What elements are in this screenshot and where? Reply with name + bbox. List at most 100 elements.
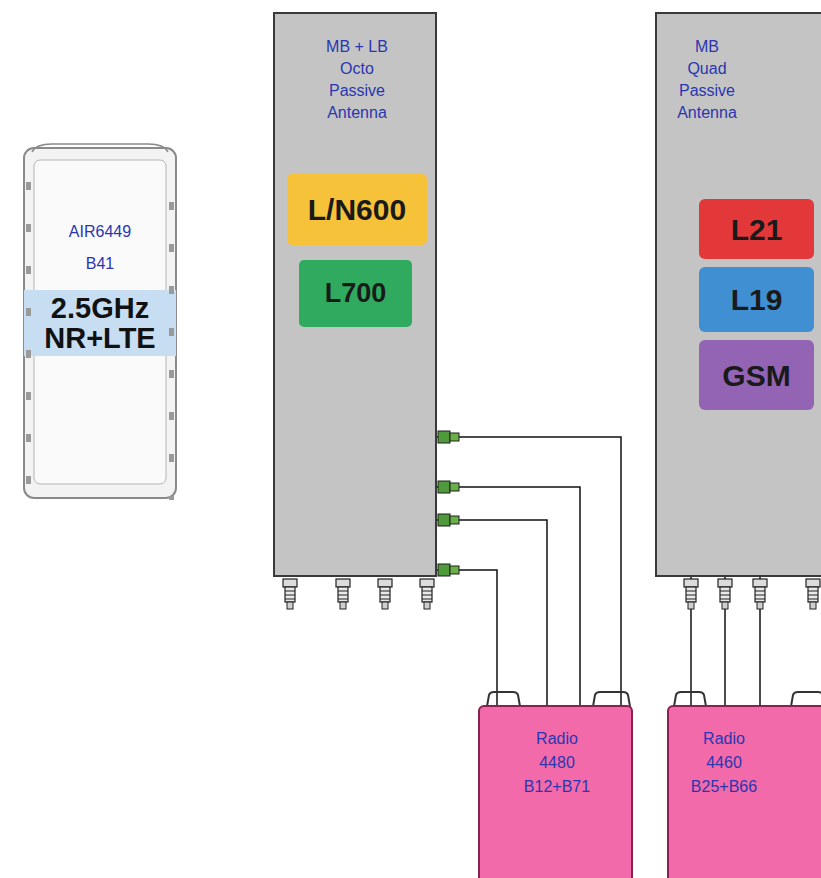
mount-tab <box>169 244 174 252</box>
connector-ridge <box>808 591 818 592</box>
bottom-connector-body <box>720 587 730 602</box>
band-label: L19 <box>731 283 783 316</box>
connector-ridge <box>422 591 432 592</box>
side-connector <box>438 564 450 576</box>
mount-tab <box>169 412 174 420</box>
band-box: L/N600 <box>287 174 427 245</box>
connector-ridge <box>755 599 765 600</box>
bottom-connector-nut <box>283 579 297 587</box>
radio-unit: Radio 4460 B25+B66 <box>667 705 821 878</box>
connector-ridge <box>338 599 348 600</box>
top-cap <box>32 144 168 152</box>
connector-ridge <box>380 599 390 600</box>
mount-tab <box>26 224 31 232</box>
mount-tab <box>169 202 174 210</box>
side-connector <box>438 431 450 443</box>
mount-tab <box>26 350 31 358</box>
bottom-connector-body <box>380 587 390 602</box>
radome <box>24 148 176 498</box>
connector-tip <box>810 602 816 609</box>
band-box: GSM <box>699 340 814 410</box>
connector-ridge <box>755 595 765 596</box>
mount-tab <box>26 392 31 400</box>
bottom-connector-body <box>755 587 765 602</box>
mount-tab <box>169 496 174 500</box>
passive-antenna: L21L19GSM MB Quad Passive Antenna <box>655 12 821 577</box>
connector-ridge <box>285 591 295 592</box>
highlight-band <box>24 290 176 356</box>
connector-ridge <box>720 591 730 592</box>
side-connector <box>438 514 450 526</box>
mount-tab <box>169 286 174 294</box>
bottom-connector-nut <box>718 579 732 587</box>
band-box: L19 <box>699 267 814 332</box>
mount-tab <box>26 476 31 484</box>
unit-label: MB Quad Passive Antenna <box>675 36 739 124</box>
bottom-connector-nut <box>684 579 698 587</box>
connector-ridge <box>808 595 818 596</box>
bottom-connector-body <box>808 587 818 602</box>
connector-ridge <box>720 599 730 600</box>
connector-ridge <box>755 591 765 592</box>
bottom-connector-nut <box>378 579 392 587</box>
bottom-connector-body <box>686 587 696 602</box>
unit-label: AIR6449 B41 <box>64 216 136 280</box>
connector-ridge <box>422 595 432 596</box>
band-box: L21 <box>699 199 814 259</box>
connector-ridge <box>686 591 696 592</box>
connector-ridge <box>285 595 295 596</box>
connector-tip <box>287 602 293 609</box>
bottom-connector-nut <box>420 579 434 587</box>
side-connector-nut <box>450 516 459 524</box>
connector-ridge <box>720 595 730 596</box>
connector-ridge <box>285 599 295 600</box>
band-title: 2.5GHz NR+LTE <box>25 293 175 353</box>
connector-ridge <box>338 595 348 596</box>
bottom-connector-body <box>422 587 432 602</box>
mount-tab <box>26 182 31 190</box>
radio-antenna-unit: AIR6449 B41 2.5GHz NR+LTE <box>22 142 178 500</box>
unit-label: MB + LB Octo Passive Antenna <box>325 36 389 124</box>
band-label: L21 <box>731 213 783 246</box>
connector-ridge <box>380 591 390 592</box>
side-connector-nut <box>450 483 459 491</box>
connector-tip <box>757 602 763 609</box>
cable <box>437 487 580 705</box>
connector-tip <box>340 602 346 609</box>
mount-tab <box>26 308 31 316</box>
connector-ridge <box>686 595 696 596</box>
connector-ridge <box>422 599 432 600</box>
bottom-connector-body <box>285 587 295 602</box>
band-label: L/N600 <box>308 193 406 226</box>
connector-ridge <box>338 591 348 592</box>
connector-tip <box>382 602 388 609</box>
band-box: L700 <box>299 260 412 327</box>
connector-tip <box>424 602 430 609</box>
mount-tab <box>169 454 174 462</box>
side-connector-nut <box>450 566 459 574</box>
connector-ridge <box>686 599 696 600</box>
band-label: GSM <box>722 359 790 392</box>
connector-ridge <box>380 595 390 596</box>
mount-tab <box>169 370 174 378</box>
cable <box>437 520 547 705</box>
cable <box>437 437 621 705</box>
side-connector <box>438 481 450 493</box>
cable <box>437 570 497 705</box>
unit-label: Radio 4460 B25+B66 <box>689 727 759 799</box>
unit-label: Radio 4480 B12+B71 <box>522 727 592 799</box>
bottom-connector-nut <box>336 579 350 587</box>
connector-tip <box>722 602 728 609</box>
side-connector-nut <box>450 433 459 441</box>
band-label: L700 <box>325 279 387 309</box>
passive-antenna: L/N600L700 MB + LB Octo Passive Antenna <box>273 12 437 577</box>
bottom-connector-body <box>338 587 348 602</box>
mount-tab <box>169 328 174 336</box>
mount-tab <box>26 266 31 274</box>
bottom-connector-nut <box>806 579 820 587</box>
mount-tab <box>26 434 31 442</box>
connector-ridge <box>808 599 818 600</box>
bottom-connector-nut <box>753 579 767 587</box>
radio-unit: Radio 4480 B12+B71 <box>478 705 633 878</box>
